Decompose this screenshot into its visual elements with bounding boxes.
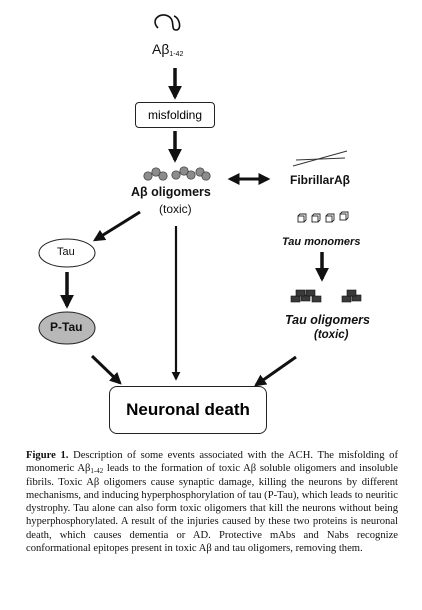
tau-oligomers-icon — [290, 289, 362, 303]
arrow-oligomers-to-tau — [92, 210, 141, 242]
neuronal-death-label: Neuronal death — [126, 400, 250, 419]
tau-label: Tau — [57, 246, 75, 258]
caption-text-2: leads to the formation of toxic Aβ solub… — [26, 463, 398, 555]
ptau-node — [38, 311, 96, 345]
abeta-monomer-icon — [154, 14, 181, 31]
tau-oligomers-label: Tau oligomers — [285, 313, 370, 327]
diagram-canvas — [38, 14, 362, 387]
abeta-text: Aβ — [152, 41, 170, 57]
abeta-oligomers-label: Aβ oligomers — [131, 185, 211, 199]
abeta-label: Aβ1-42 — [152, 41, 184, 58]
abeta-oligomers-icon — [143, 166, 211, 181]
caption-subscript: 1-42 — [90, 467, 104, 476]
tau-oligomers-toxic: (toxic) — [314, 329, 349, 341]
tau-monomers-label: Tau monomers — [282, 236, 361, 248]
tau-monomers-icon — [297, 211, 349, 223]
fibrillar-abeta-label: FibrillarAβ — [290, 173, 350, 187]
misfolding-box: misfolding — [135, 102, 215, 128]
arrow-ptau-to-death — [90, 354, 122, 385]
misfolding-label: misfolding — [147, 108, 203, 122]
figure-caption: Figure 1. Description of some events ass… — [26, 449, 398, 555]
fibril-icon — [292, 150, 348, 167]
caption-text-1: Description of some events associated wi… — [26, 450, 398, 475]
ptau-label: P-Tau — [50, 320, 83, 334]
neuronal-death-box: Neuronal death — [109, 386, 267, 434]
arrow-tau-oligomers-to-death — [254, 355, 297, 387]
abeta-subscript: 1-42 — [169, 51, 184, 58]
tau-node — [38, 238, 96, 268]
abeta-oligomers-toxic: (toxic) — [159, 202, 192, 216]
figure-label: Figure 1. — [26, 450, 69, 461]
